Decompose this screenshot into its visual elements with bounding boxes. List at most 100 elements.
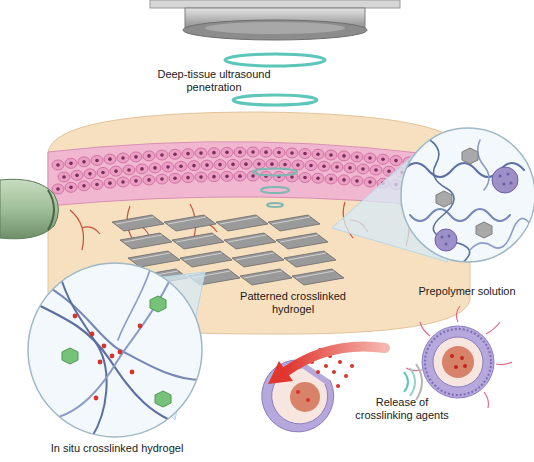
cell-layer bbox=[104, 154, 116, 164]
cell-layer bbox=[244, 162, 248, 166]
process-arrow bbox=[268, 361, 293, 384]
ultrasound-probe bbox=[48, 190, 54, 230]
cell-layer bbox=[108, 181, 112, 185]
cell-layer bbox=[71, 170, 83, 180]
cell-layer bbox=[221, 147, 233, 157]
cell-layer bbox=[65, 182, 77, 192]
cell-layer bbox=[299, 149, 311, 159]
ultrasound-waves bbox=[267, 203, 283, 207]
hydrogel-pattern bbox=[132, 253, 170, 260]
hydrogel-pattern bbox=[292, 269, 344, 285]
cell-layer bbox=[134, 179, 138, 183]
ruptured-liposome bbox=[344, 374, 348, 378]
cell-layer bbox=[351, 152, 363, 162]
crosslinked-view bbox=[94, 396, 99, 401]
cell-layer bbox=[355, 155, 359, 159]
hydrogel-pattern bbox=[236, 253, 274, 260]
hydrogel-pattern bbox=[184, 253, 222, 260]
cell-layer bbox=[153, 166, 157, 170]
prepolymer-view bbox=[441, 172, 513, 245]
cell-layer bbox=[225, 151, 229, 155]
cell-layer bbox=[234, 171, 246, 181]
hydrogel-pattern bbox=[232, 251, 284, 267]
crosslinked-view bbox=[118, 270, 150, 340]
cell-layer bbox=[316, 176, 320, 180]
hydrogel-pattern bbox=[280, 235, 318, 242]
cell-layer bbox=[251, 150, 255, 154]
liposome bbox=[486, 322, 500, 334]
cell-layer bbox=[84, 169, 96, 179]
cell-layer bbox=[329, 177, 333, 181]
prepolymer-view bbox=[436, 148, 492, 238]
annotation-label: Patterned crosslinked hydrogel bbox=[238, 290, 348, 316]
cell-layer bbox=[130, 152, 142, 162]
cell-layer bbox=[117, 153, 129, 163]
cell-layer bbox=[303, 152, 307, 156]
cell-layer bbox=[270, 162, 274, 166]
prepolymer-view bbox=[498, 174, 501, 177]
liposome bbox=[496, 362, 512, 365]
cell-layer bbox=[147, 154, 151, 158]
hydrogel-pattern bbox=[224, 233, 276, 249]
cell-layer bbox=[257, 162, 261, 166]
cell-layer bbox=[342, 178, 346, 182]
hydrogel-pattern bbox=[216, 215, 268, 231]
cell-layer bbox=[186, 176, 190, 180]
cell-layer bbox=[344, 163, 356, 173]
circle-outline bbox=[28, 263, 202, 437]
cell-layer bbox=[195, 172, 207, 182]
cell-layer bbox=[368, 180, 372, 184]
cell-layer bbox=[381, 157, 385, 161]
ruptured-liposome bbox=[324, 364, 328, 368]
ruptured-liposome bbox=[290, 382, 320, 412]
crosslinked-view bbox=[35, 280, 202, 380]
cell-layer bbox=[290, 151, 294, 155]
cell-layer bbox=[52, 160, 64, 170]
cell-layer bbox=[342, 154, 346, 158]
prepolymer-view bbox=[492, 167, 518, 193]
cell-layer bbox=[143, 175, 155, 185]
cell-layer bbox=[329, 153, 333, 157]
cell-layer bbox=[212, 175, 216, 179]
magnified-view: Prepolymer solution bbox=[400, 127, 534, 307]
cell-layer bbox=[318, 161, 330, 171]
cell-layer bbox=[140, 167, 144, 171]
prepolymer-view bbox=[448, 235, 451, 238]
cell-layer bbox=[214, 160, 226, 170]
hydrogel-pattern bbox=[168, 217, 206, 224]
cell-layer bbox=[160, 153, 164, 157]
cell-layer bbox=[186, 152, 190, 156]
cell-layer bbox=[325, 150, 337, 160]
cell-layer bbox=[338, 175, 350, 185]
cell-layer bbox=[296, 163, 300, 167]
cell-layer bbox=[91, 155, 103, 165]
cell-layer bbox=[283, 163, 287, 167]
cell-layer bbox=[264, 150, 268, 154]
crosslinked-view bbox=[138, 324, 143, 329]
cell-layer bbox=[205, 163, 209, 167]
hydrogel-pattern bbox=[172, 233, 224, 249]
prepolymer-view bbox=[401, 128, 534, 262]
liposome bbox=[433, 337, 483, 387]
liposome bbox=[450, 354, 467, 369]
cell-layer bbox=[127, 168, 131, 172]
process-arrow bbox=[285, 346, 385, 372]
ruptured-liposome bbox=[306, 398, 310, 402]
magnified-view: In situ crosslinked hydrogel bbox=[22, 262, 212, 462]
cell-layer bbox=[179, 164, 183, 168]
cell-layer bbox=[260, 147, 272, 157]
cell-layer bbox=[305, 161, 317, 171]
cell-layer bbox=[121, 156, 125, 160]
cell-layer bbox=[292, 160, 304, 170]
cell-layer bbox=[221, 171, 233, 181]
cell-layer bbox=[227, 159, 239, 169]
crosslinked-view bbox=[28, 263, 202, 437]
annotation-label: Deep-tissue ultrasound penetration bbox=[150, 68, 278, 94]
cell-layer bbox=[97, 167, 109, 177]
sound-waves bbox=[416, 364, 422, 400]
cell-layer bbox=[182, 149, 194, 159]
ruptured-liposome bbox=[338, 360, 342, 364]
hydrogel-pattern bbox=[120, 233, 172, 249]
cell-layer bbox=[130, 176, 142, 186]
